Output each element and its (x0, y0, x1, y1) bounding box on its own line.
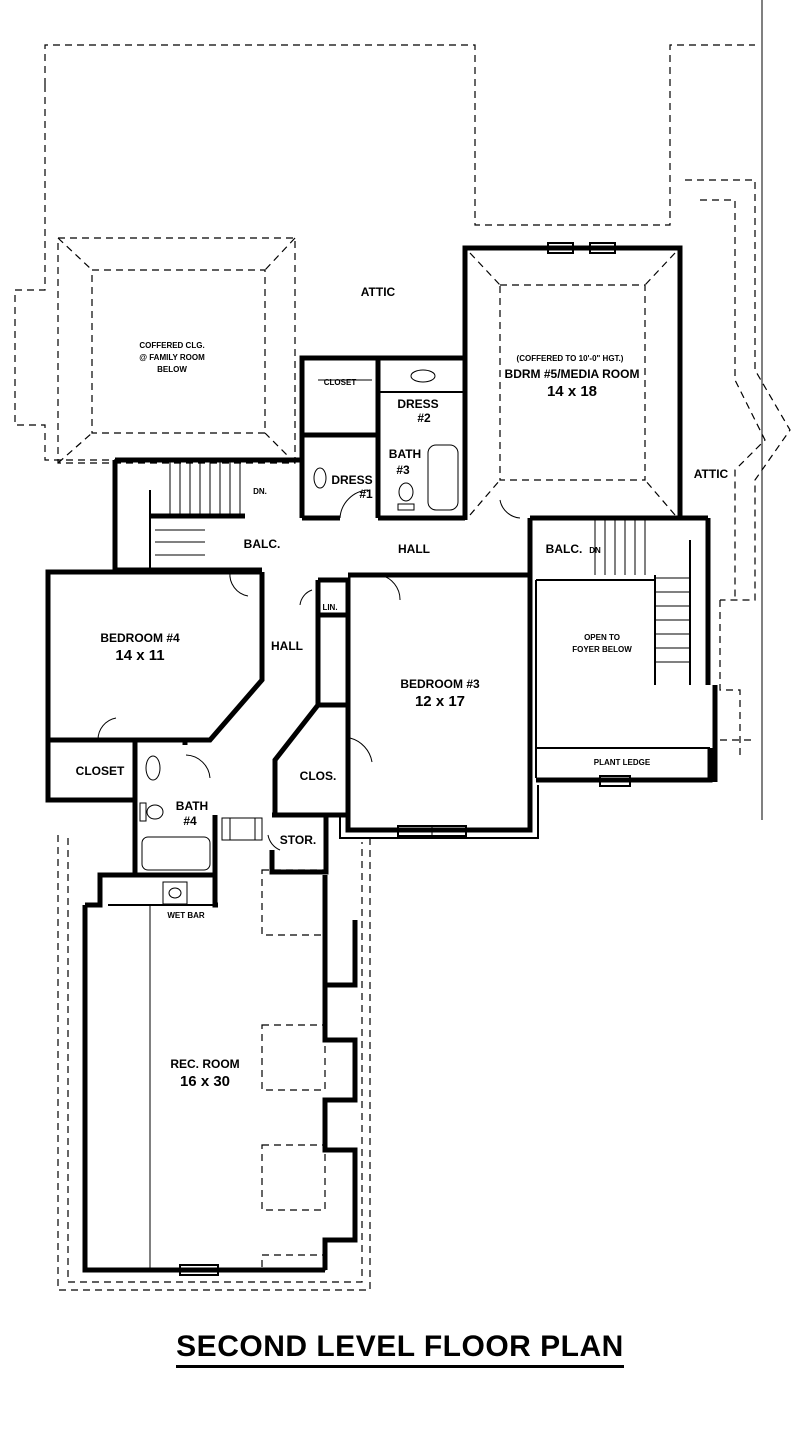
bath-4-label-1: BATH (176, 799, 208, 813)
open-to-label-1: OPEN TO (584, 633, 620, 642)
clos-label: CLOS. (300, 769, 337, 783)
dress-2-label-2: #2 (417, 411, 431, 425)
room-labels: ATTIC ATTIC COFFERED CLG. @ FAMILY ROOM … (76, 285, 729, 1090)
coffered-label-1: COFFERED CLG. (139, 341, 204, 350)
attic-top-label: ATTIC (361, 285, 396, 299)
wet-bar-label: WET BAR (167, 911, 205, 920)
bedroom-4 (45, 569, 265, 743)
plan-title: SECOND LEVEL FLOOR PLAN (0, 1330, 800, 1368)
coffered-ceiling (57, 237, 296, 464)
plan-title-text: SECOND LEVEL FLOOR PLAN (176, 1330, 624, 1368)
balc-right-label: BALC. (546, 542, 583, 556)
rec-room (57, 835, 371, 1291)
roof-outlines (14, 44, 791, 755)
rec-room-name: REC. ROOM (170, 1057, 239, 1071)
balc-left-label: BALC. (244, 537, 281, 551)
lin-label: LIN. (322, 603, 337, 612)
dress-1-label-2: #1 (359, 487, 373, 501)
open-to-foyer (535, 579, 718, 787)
center-core (221, 577, 373, 875)
right-stairs (530, 515, 711, 685)
closet-top-label: CLOSET (324, 378, 357, 387)
bedroom-4-size: 14 x 11 (115, 647, 164, 664)
dress-1-label-1: DRESS (331, 473, 372, 487)
bedroom-3 (339, 572, 539, 839)
rec-room-size: 16 x 30 (180, 1073, 230, 1090)
bedroom-3-size: 12 x 17 (415, 693, 465, 710)
left-stairs (112, 457, 302, 570)
stair-dn-left-label: DN. (253, 487, 267, 496)
media-room-size: 14 x 18 (547, 383, 597, 400)
bath-3-label-2: #3 (396, 463, 410, 477)
open-to-label-2: FOYER BELOW (572, 645, 632, 654)
media-room-name: BDRM #5/MEDIA ROOM (505, 367, 640, 381)
stair-dn-right-label: DN (589, 546, 601, 555)
hall-top-label: HALL (398, 542, 430, 556)
bedroom-4-name: BEDROOM #4 (100, 631, 180, 645)
bath3-cluster (299, 355, 465, 521)
plant-ledge-label: PLANT LEDGE (594, 758, 651, 767)
closet-left (45, 740, 138, 803)
dress-2-label-1: DRESS (397, 397, 438, 411)
coffered-label-3: BELOW (157, 365, 187, 374)
bath-3-label-1: BATH (389, 447, 421, 461)
bedroom-3-name: BEDROOM #3 (400, 677, 480, 691)
media-room (462, 242, 683, 520)
attic-right-label: ATTIC (694, 467, 729, 481)
closet-left-label: CLOSET (76, 764, 125, 778)
bath-4-label-2: #4 (183, 814, 197, 828)
coffered-label-2: @ FAMILY ROOM (139, 353, 205, 362)
media-note-label: (COFFERED TO 10'-0" HGT.) (517, 354, 624, 363)
hall-side-label: HALL (271, 639, 303, 653)
stor-label: STOR. (280, 833, 316, 847)
